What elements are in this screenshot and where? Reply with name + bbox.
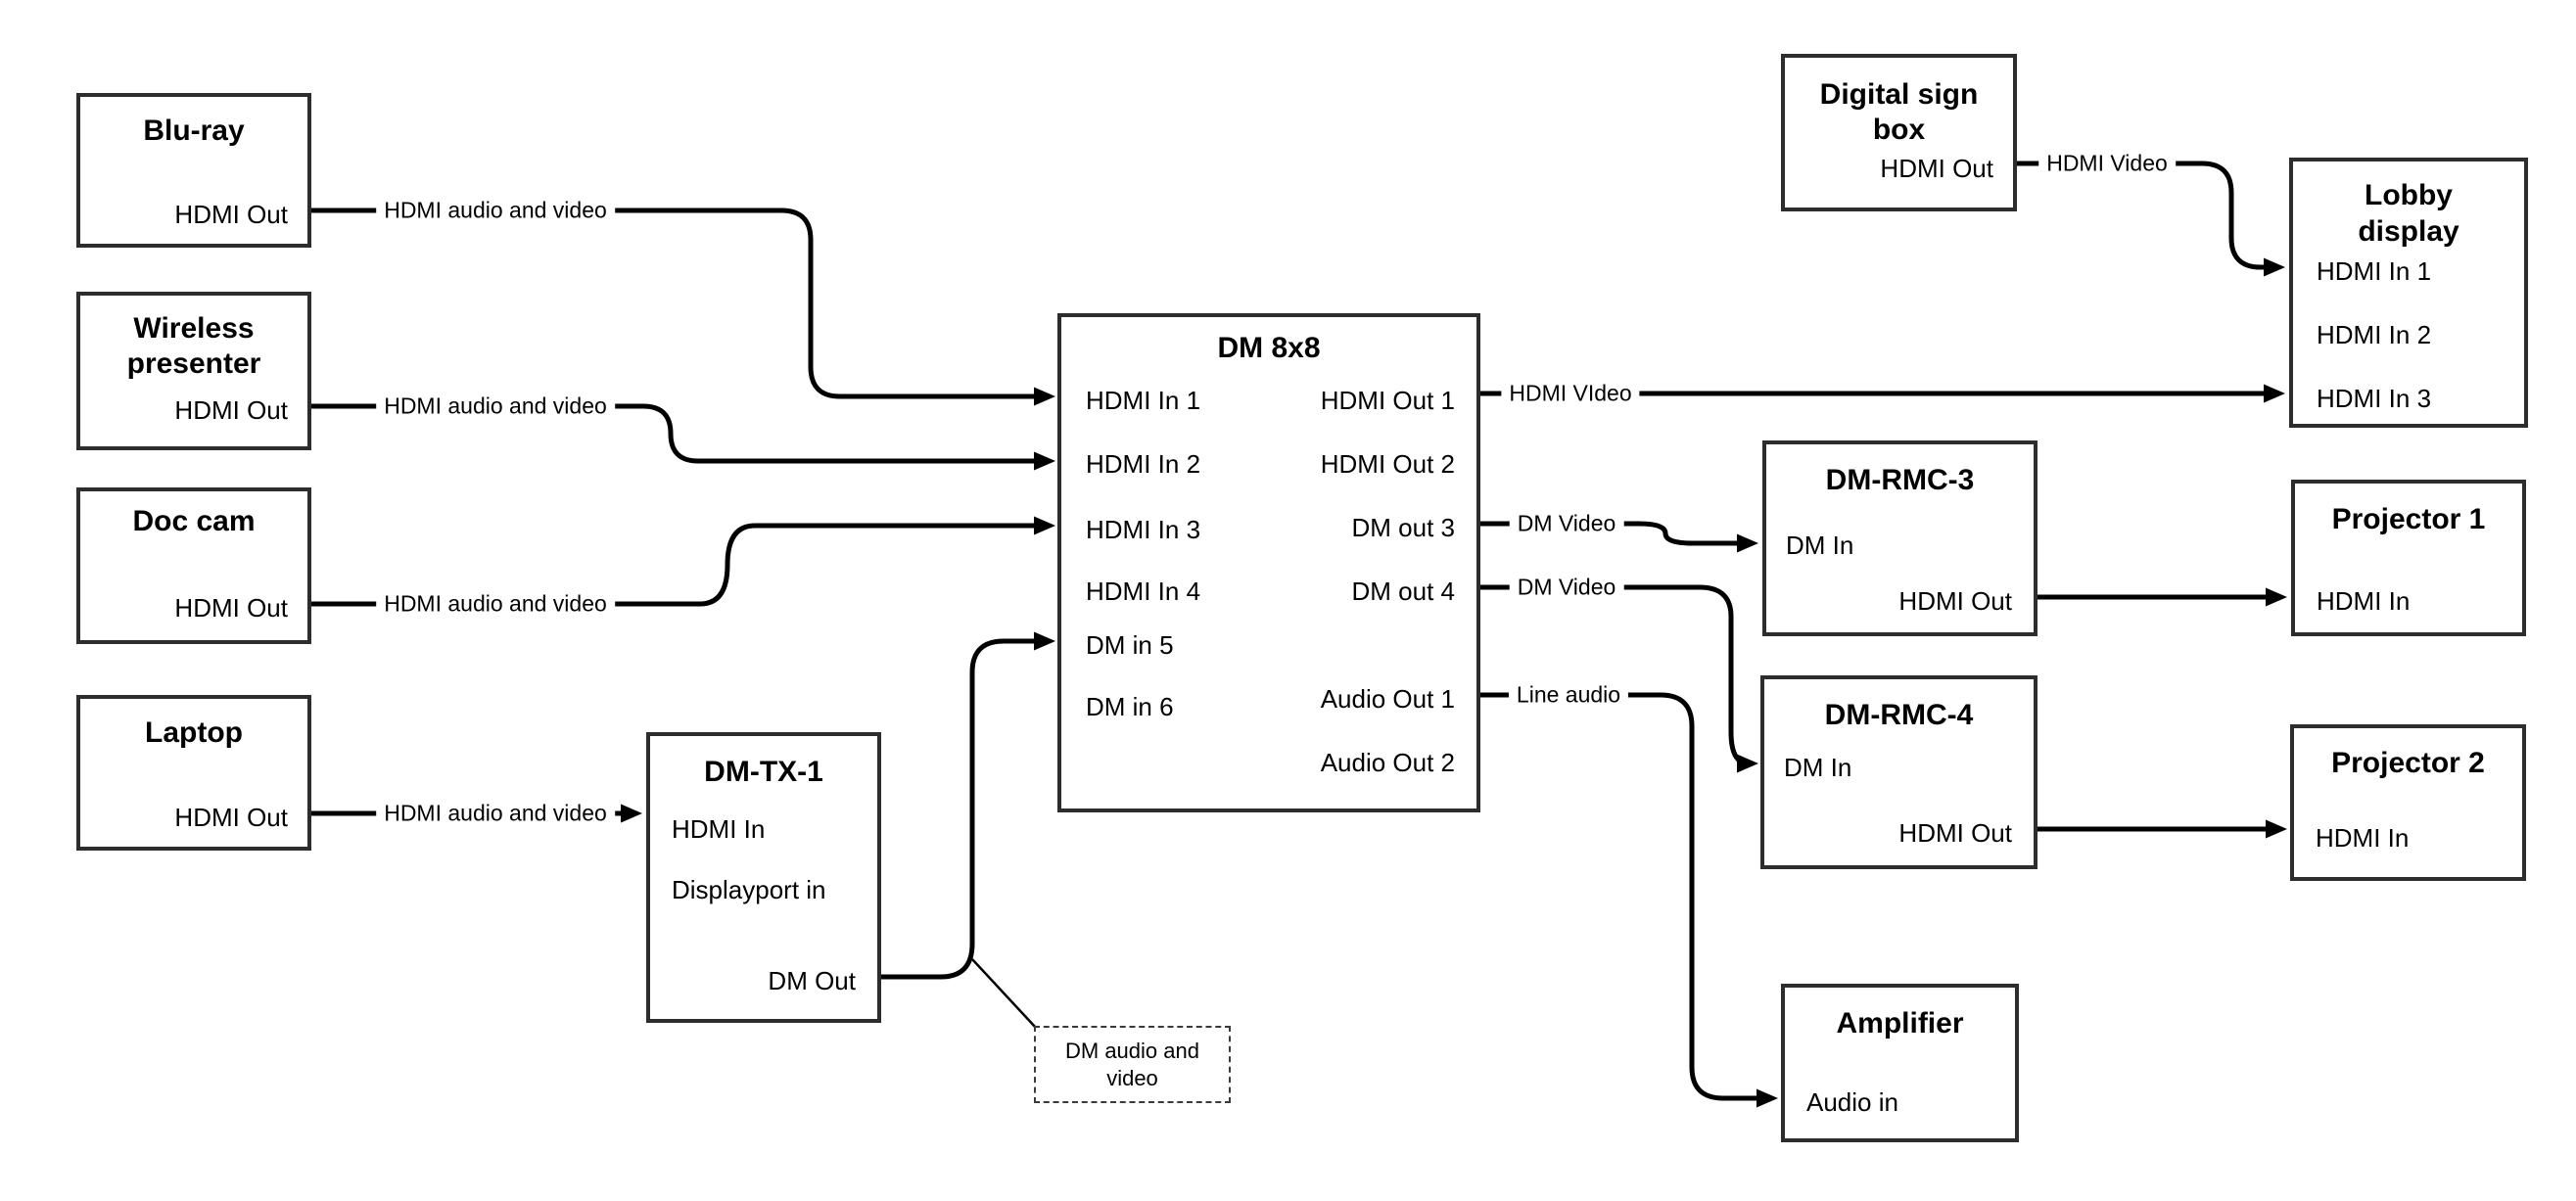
node-wireless-presenter-title: Wireless presenter	[126, 312, 261, 380]
node-dm-tx-1-title: DM-TX-1	[704, 756, 823, 788]
edge-audio-out1-to-amplifier	[1480, 692, 1758, 1101]
node-projector-1: Projector 1 HDMI In	[2291, 480, 2526, 636]
edge-label-bluray: HDMI audio and video	[376, 196, 615, 225]
arrowhead-dm-in-5	[1034, 631, 1055, 651]
node-laptop-title: Laptop	[145, 716, 243, 749]
node-digital-sign-box-title: Digital sign box	[1819, 78, 1979, 146]
edge-label-wireless: HDMI audio and video	[376, 392, 615, 421]
arrowhead-proj2-hdmi-in	[2266, 819, 2287, 839]
rmc4-dm-in-port: DM In	[1784, 753, 1852, 782]
node-projector-1-title: Projector 1	[2331, 503, 2486, 535]
node-laptop: Laptop HDMI Out	[76, 695, 311, 851]
node-wireless-presenter: Wireless presenter HDMI Out	[76, 292, 311, 450]
arrowhead-hdmi-in-1	[1034, 387, 1055, 406]
dm8x8-dm-out-3-port: DM out 3	[1351, 513, 1456, 542]
laptop-hdmi-out-port: HDMI Out	[174, 803, 288, 832]
node-dm-rmc-3-title: DM-RMC-3	[1825, 464, 1975, 496]
annotation-dm-audio-video: DM audio and video	[1034, 1026, 1231, 1103]
edge-dmtx1-to-dm-in-5	[881, 638, 1036, 980]
amplifier-audio-in-port: Audio in	[1806, 1087, 1898, 1117]
arrowhead-lobby-in-1	[2264, 257, 2285, 277]
node-dm-8x8-title: DM 8x8	[1217, 332, 1321, 364]
dm8x8-hdmi-out-1-port: HDMI Out 1	[1320, 386, 1455, 415]
arrowhead-hdmi-in-2	[1034, 451, 1055, 471]
node-lobby-display: Lobby display HDMI In 1 HDMI In 2 HDMI I…	[2289, 158, 2528, 428]
edge-label-digital-sign: HDMI Video	[2038, 149, 2176, 178]
arrowhead-proj1-hdmi-in	[2266, 587, 2287, 607]
dm8x8-hdmi-in-2-port: HDMI In 2	[1086, 449, 1201, 479]
node-dm-rmc-4: DM-RMC-4 DM In HDMI Out	[1760, 675, 2037, 869]
node-doc-cam: Doc cam HDMI Out	[76, 487, 311, 644]
edge-bluray-to-hdmi-in-1	[311, 208, 1036, 399]
node-projector-2-title: Projector 2	[2331, 747, 2485, 779]
dm8x8-audio-out-1-port: Audio Out 1	[1320, 684, 1455, 714]
lobby-hdmi-in-1-port: HDMI In 1	[2317, 256, 2432, 286]
node-bluray-title: Blu-ray	[143, 115, 245, 147]
annotation-leader-line	[971, 958, 1037, 1029]
edge-label-hdmi-out1: HDMI VIdeo	[1501, 379, 1640, 408]
arrowhead-dmtx1-hdmi-in	[621, 804, 642, 823]
node-dm-tx-1: DM-TX-1 HDMI In Displayport in DM Out	[646, 732, 881, 1023]
node-amplifier: Amplifier Audio in	[1781, 984, 2019, 1142]
lobby-hdmi-in-2-port: HDMI In 2	[2317, 320, 2432, 349]
dm8x8-audio-out-2-port: Audio Out 2	[1320, 748, 1455, 777]
arrowhead-lobby-in-3	[2264, 384, 2285, 403]
edge-label-doccam: HDMI audio and video	[376, 589, 615, 619]
edge-label-dm-out3: DM Video	[1509, 509, 1624, 538]
dm8x8-hdmi-in-3-port: HDMI In 3	[1086, 515, 1201, 544]
lobby-hdmi-in-3-port: HDMI In 3	[2317, 384, 2432, 413]
edge-label-laptop: HDMI audio and video	[376, 799, 615, 828]
dm8x8-hdmi-out-2-port: HDMI Out 2	[1320, 449, 1455, 479]
arrowhead-rmc4-dm-in	[1737, 754, 1758, 773]
edge-dm-out3-to-rmc3	[1480, 521, 1739, 546]
rmc3-dm-in-port: DM In	[1786, 531, 1854, 560]
wireless-hdmi-out-port: HDMI Out	[174, 395, 288, 425]
proj2-hdmi-in-port: HDMI In	[2316, 823, 2410, 853]
rmc4-hdmi-out-port: HDMI Out	[1898, 818, 2012, 848]
proj1-hdmi-in-port: HDMI In	[2317, 586, 2411, 616]
arrowhead-amplifier-audio-in	[1756, 1088, 1778, 1108]
dmtx1-hdmi-in-port: HDMI In	[672, 814, 766, 844]
node-dm-8x8: DM 8x8 HDMI In 1 HDMI In 2 HDMI In 3 HDM…	[1057, 313, 1480, 812]
node-bluray: Blu-ray HDMI Out	[76, 93, 311, 248]
rmc3-hdmi-out-port: HDMI Out	[1898, 586, 2012, 616]
edge-label-audio-out1: Line audio	[1508, 680, 1629, 710]
dm8x8-hdmi-in-1-port: HDMI In 1	[1086, 386, 1201, 415]
node-amplifier-title: Amplifier	[1836, 1007, 1964, 1039]
edge-doccam-to-hdmi-in-3	[311, 523, 1036, 607]
dmtx1-displayport-in-port: Displayport in	[672, 875, 826, 904]
bluray-hdmi-out-port: HDMI Out	[174, 200, 288, 229]
edge-wireless-to-hdmi-in-2	[311, 403, 1036, 464]
dm8x8-dm-in-5-port: DM in 5	[1086, 630, 1174, 660]
dm8x8-dm-out-4-port: DM out 4	[1351, 577, 1456, 606]
arrowhead-hdmi-in-3	[1034, 516, 1055, 535]
edge-label-dm-out4: DM Video	[1509, 573, 1624, 602]
annotation-dm-audio-video-text: DM audio and video	[1065, 1038, 1199, 1090]
node-lobby-display-title: Lobby display	[2358, 179, 2459, 248]
node-digital-sign-box: Digital sign box HDMI Out	[1781, 54, 2017, 211]
node-dm-rmc-3: DM-RMC-3 DM In HDMI Out	[1762, 440, 2037, 636]
node-doc-cam-title: Doc cam	[132, 505, 256, 537]
dm8x8-hdmi-in-4-port: HDMI In 4	[1086, 577, 1201, 606]
node-projector-2: Projector 2 HDMI In	[2290, 724, 2526, 881]
digital-sign-hdmi-out-port: HDMI Out	[1880, 154, 1993, 183]
arrowhead-rmc3-dm-in	[1737, 533, 1758, 553]
node-dm-rmc-4-title: DM-RMC-4	[1824, 699, 1974, 731]
dmtx1-dm-out-port: DM Out	[768, 966, 856, 995]
edge-dm-out4-to-rmc4	[1480, 584, 1750, 766]
doccam-hdmi-out-port: HDMI Out	[174, 593, 288, 623]
dm8x8-dm-in-6-port: DM in 6	[1086, 692, 1174, 721]
edge-digital-sign-to-lobby-in1	[2017, 161, 2266, 270]
